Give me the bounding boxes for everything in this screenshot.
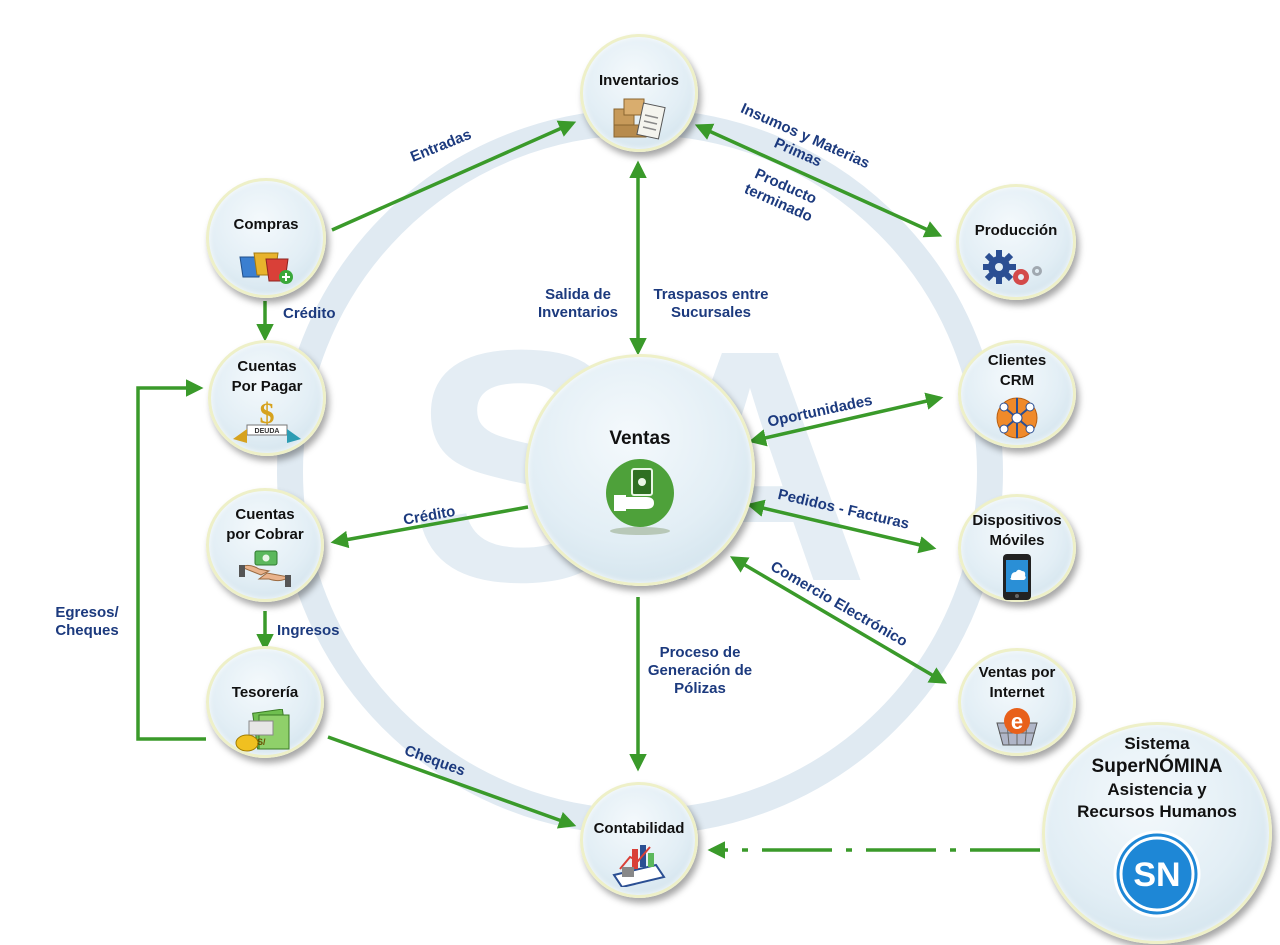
node-cuentas-cobrar-title: Cuentas por Cobrar [226, 506, 304, 543]
ecommerce-basket-icon: e [996, 708, 1038, 746]
label-salida: Salida de Inventarios [537, 286, 619, 321]
node-tesoreria[interactable]: Tesorería S/ [206, 646, 324, 758]
node-compras[interactable]: Compras [206, 178, 326, 298]
label-egresos: Egresos/ Cheques [55, 604, 119, 639]
node-compras-title: Compras [233, 216, 299, 233]
crm-network-icon [996, 397, 1038, 439]
node-contabilidad[interactable]: Contabilidad [580, 782, 698, 898]
node-inventarios-title: Inventarios [598, 72, 680, 89]
arrow-inventarios-produccion [694, 123, 943, 238]
svg-text:$: $ [260, 399, 275, 430]
arrow-ventas-clientes [748, 392, 944, 447]
supernomina-line4: Recursos Humanos [1077, 802, 1237, 821]
supernomina-line1: Sistema [1124, 734, 1190, 753]
node-cuentas-pagar-title: Cuentas Por Pagar [231, 358, 303, 395]
arrow-ventas-dispositivos [746, 499, 937, 554]
shopping-baskets-icon [239, 252, 293, 284]
node-inventarios[interactable]: Inventarios [580, 34, 698, 152]
boxes-clipboard-icon [613, 98, 666, 140]
supernomina-line3: Asistencia y [1107, 780, 1207, 799]
label-poliza: Proceso de Generación de Pólizas [647, 644, 753, 697]
node-produccion-title: Producción [974, 222, 1058, 239]
node-ventas-internet[interactable]: Ventas por Internet e [958, 648, 1076, 756]
label-credito-compras: Crédito [283, 305, 336, 322]
svg-text:e: e [1011, 709, 1023, 734]
arrow-compras-inventarios [331, 120, 577, 232]
node-ventas-title: Ventas [609, 428, 671, 449]
debt-dollar-icon: $ DEUDA [233, 399, 301, 443]
node-dispositivos[interactable]: Dispositivos Móviles [958, 494, 1076, 602]
node-contabilidad-title: Contabilidad [593, 820, 685, 837]
arrow-ventas-cuentascobrar [330, 505, 529, 549]
supernomina-line2: SuperNÓMINA [1091, 756, 1223, 777]
sn-logo-icon: SN [1113, 830, 1201, 918]
node-clientes[interactable]: Clientes CRM [958, 340, 1076, 448]
accounting-chart-icon [612, 845, 666, 887]
node-ventas-internet-title: Ventas por Internet [978, 664, 1056, 701]
node-ventas[interactable]: Ventas [525, 354, 755, 586]
hands-money-icon [239, 550, 291, 587]
sn-logo-text: SN [1133, 856, 1180, 894]
gears-icon [983, 250, 1042, 285]
deuda-text: DEUDA [255, 428, 280, 435]
arrow-tesoreria-cuentaspagar [136, 379, 206, 741]
node-dispositivos-title: Dispositivos Móviles [972, 512, 1062, 549]
node-supernomina[interactable]: Sistema SuperNÓMINA Asistencia y Recurso… [1042, 722, 1272, 944]
mobile-cloud-icon [1003, 554, 1031, 600]
node-cuentas-pagar[interactable]: Cuentas Por Pagar $ DEUDA [208, 340, 326, 456]
label-traspasos: Traspasos entre Sucursales [653, 286, 769, 321]
node-cuentas-cobrar[interactable]: Cuentas por Cobrar [206, 488, 324, 602]
node-tesoreria-title: Tesorería [231, 684, 299, 701]
arrow-tesoreria-contabilidad [327, 735, 577, 829]
svg-text:S/: S/ [257, 737, 266, 747]
money-hand-icon [606, 459, 674, 535]
label-ingresos: Ingresos [277, 622, 340, 639]
node-produccion[interactable]: Producción [956, 184, 1076, 300]
arrow-ventas-internet [729, 556, 948, 684]
treasury-icon: S/ [235, 709, 290, 752]
node-clientes-title: Clientes CRM [987, 352, 1047, 389]
